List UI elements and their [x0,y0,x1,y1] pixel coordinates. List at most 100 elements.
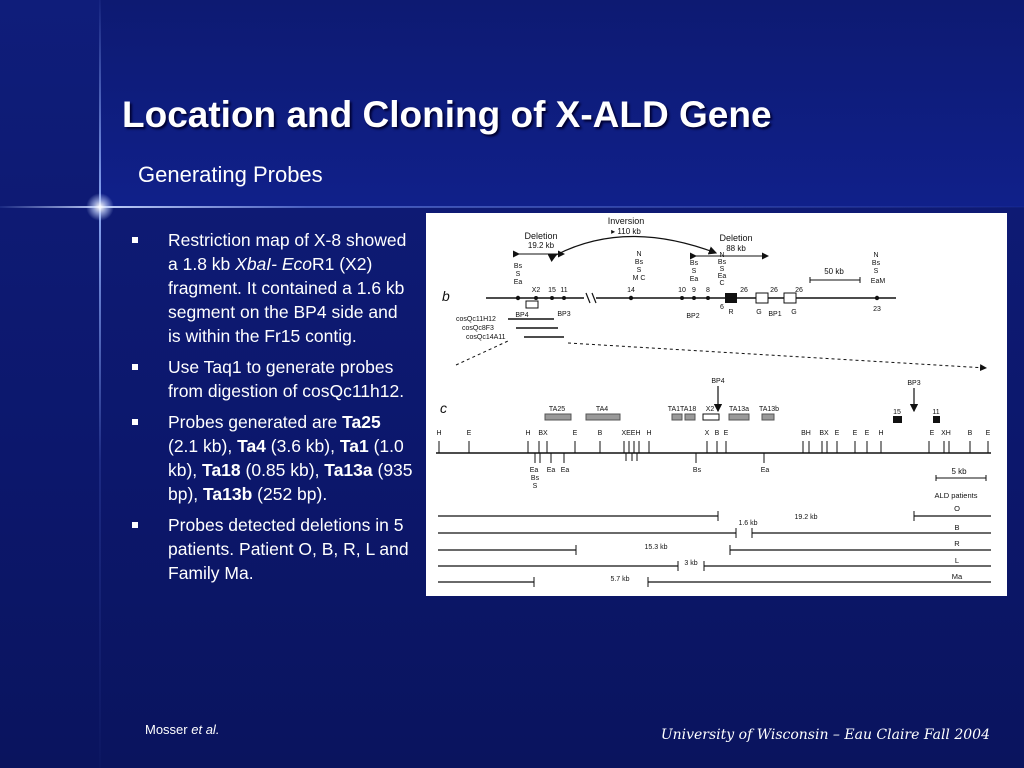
deletion-left-size: 19.2 kb [528,241,555,250]
c-site-9: X [705,430,710,437]
probe-ta1 [671,413,683,421]
bold-term: Ta18 [202,460,241,480]
inversion-size: ▸ 110 kb [611,227,641,236]
site-eam: EaM [871,278,886,285]
slide-title: Location and Cloning of X-ALD Gene [122,94,772,135]
c-site-12: BH [801,430,811,437]
site-26-b: 26 [770,287,778,294]
expansion-line-left [455,340,509,366]
c-below-s: S [533,483,538,490]
c-site-7: XEEH [621,430,640,437]
c-site-2: E [467,430,472,437]
site-n-2: N [719,252,724,259]
bold-term: Ta13a [324,460,373,480]
panel-c-label: c [440,400,447,416]
decorative-flare [86,193,114,221]
site-bs-1: Bs [514,263,523,270]
decorative-horizontal-line [0,206,1024,208]
box-g1 [755,292,769,304]
bold-term: Ta4 [237,436,266,456]
site-6: 6 [720,304,724,311]
bullet-text: (0.85 kb), [240,460,325,480]
label-bp1: BP1 [768,311,781,318]
c-site-1: H [436,430,441,437]
decorative-vertical-line [99,0,101,768]
bullet-text: (3.6 kb), [265,436,340,456]
bullet-item: Restriction map of X-8 showed a 1.8 kb X… [130,228,415,348]
restriction-map-figure: b Inversion ▸ 110 kb Deletion 19.2 kb De… [426,213,1007,596]
site-c: C [719,280,724,287]
c-below-bs: Bs [531,475,540,482]
c-site-6: B [598,430,603,437]
deletion-right-label: Deletion [719,233,752,243]
c-below-bs-2: Bs [693,467,702,474]
probe-x2 [702,413,720,421]
site-bs-4: Bs [718,259,727,266]
citation: Mosser et al. [145,722,219,737]
panel-b-label: b [442,288,450,304]
citation-etal: et al. [191,722,220,737]
c-site-20: B [968,430,973,437]
bullet-text: (2.1 kb), [168,436,238,456]
site-dot-3 [550,296,554,300]
site-dot-1 [515,295,521,301]
bold-term: Ta1 [339,436,369,456]
site-n-1: N [636,251,641,258]
inversion-label: Inversion [608,216,645,226]
title-band [100,0,1024,207]
label-g2: G [791,309,796,316]
site-n-3: N [873,252,878,259]
site-x2: X2 [532,287,541,294]
bullet-text: Probes detected deletions in 5 patients.… [168,515,409,583]
site-23: 23 [873,306,881,313]
probe-label-ta13b: TA13b [759,406,779,413]
label-r: R [728,309,733,316]
restriction-map-svg: b Inversion ▸ 110 kb Deletion 19.2 kb De… [436,216,991,587]
site-dot-8 [706,296,710,300]
bullet-list: Restriction map of X-8 showed a 1.8 kb X… [130,228,415,592]
scale-b-label: 50 kb [824,267,844,276]
probe-ta25 [544,413,572,421]
bullet-text: (1.0 kb), [168,436,404,480]
map-c-ticks-below [534,453,765,463]
site-dot-7 [692,296,696,300]
site-ea-1: Ea [514,279,523,286]
c-site-16: E [865,430,870,437]
scale-c-label: 5 kb [951,467,967,476]
site-dot-5 [628,295,634,301]
cosmid-label-2: cosQc8F3 [462,325,494,332]
cosmid-label-3: cosQc14A11 [466,334,506,341]
patient-r: R [954,539,960,548]
site-s-3: S [692,268,697,275]
site-s-2: S [637,267,642,274]
c-site-14: E [835,430,840,437]
box-g2 [783,292,797,304]
label-bp3: BP3 [557,311,570,318]
dist-19-2: 19.2 kb [795,514,818,521]
site-s-5: S [874,268,879,275]
bullet-item: Use Taq1 to generate probes from digesti… [130,355,415,403]
patient-l: L [955,556,959,565]
bullet-text: R1 (X2) fragment. It contained a 1.6 kb … [168,254,405,346]
bullet-text: (935 bp), [168,460,413,504]
site-mc: M C [633,275,646,282]
probe-ta4 [585,413,621,421]
c-site-19: XH [941,430,951,437]
site-11: 11 [560,287,567,294]
probe-label-ta25: TA25 [549,406,565,413]
dist-1-6: 1.6 kb [738,520,757,527]
bullet-item: Probes detected deletions in 5 patients.… [130,513,415,585]
c-site-10: B [715,430,720,437]
bullet-text: Restriction map of X-8 showed a 1.8 kb [168,230,407,274]
label-bp3-c: BP3 [907,380,920,387]
italic-term: XbaI- [235,254,277,274]
box-bp4 [525,300,539,309]
site-ea-3: Ea [690,276,699,283]
label-bp2: BP2 [686,313,699,320]
probe-ta13b [761,413,775,421]
probe-label-ta13a: TA13a [729,406,749,413]
site-bs-2: Bs [635,259,644,266]
italic-term: Eco [281,254,312,274]
site-bs-5: Bs [872,260,881,267]
c-below-ea-1: Ea [530,467,539,474]
